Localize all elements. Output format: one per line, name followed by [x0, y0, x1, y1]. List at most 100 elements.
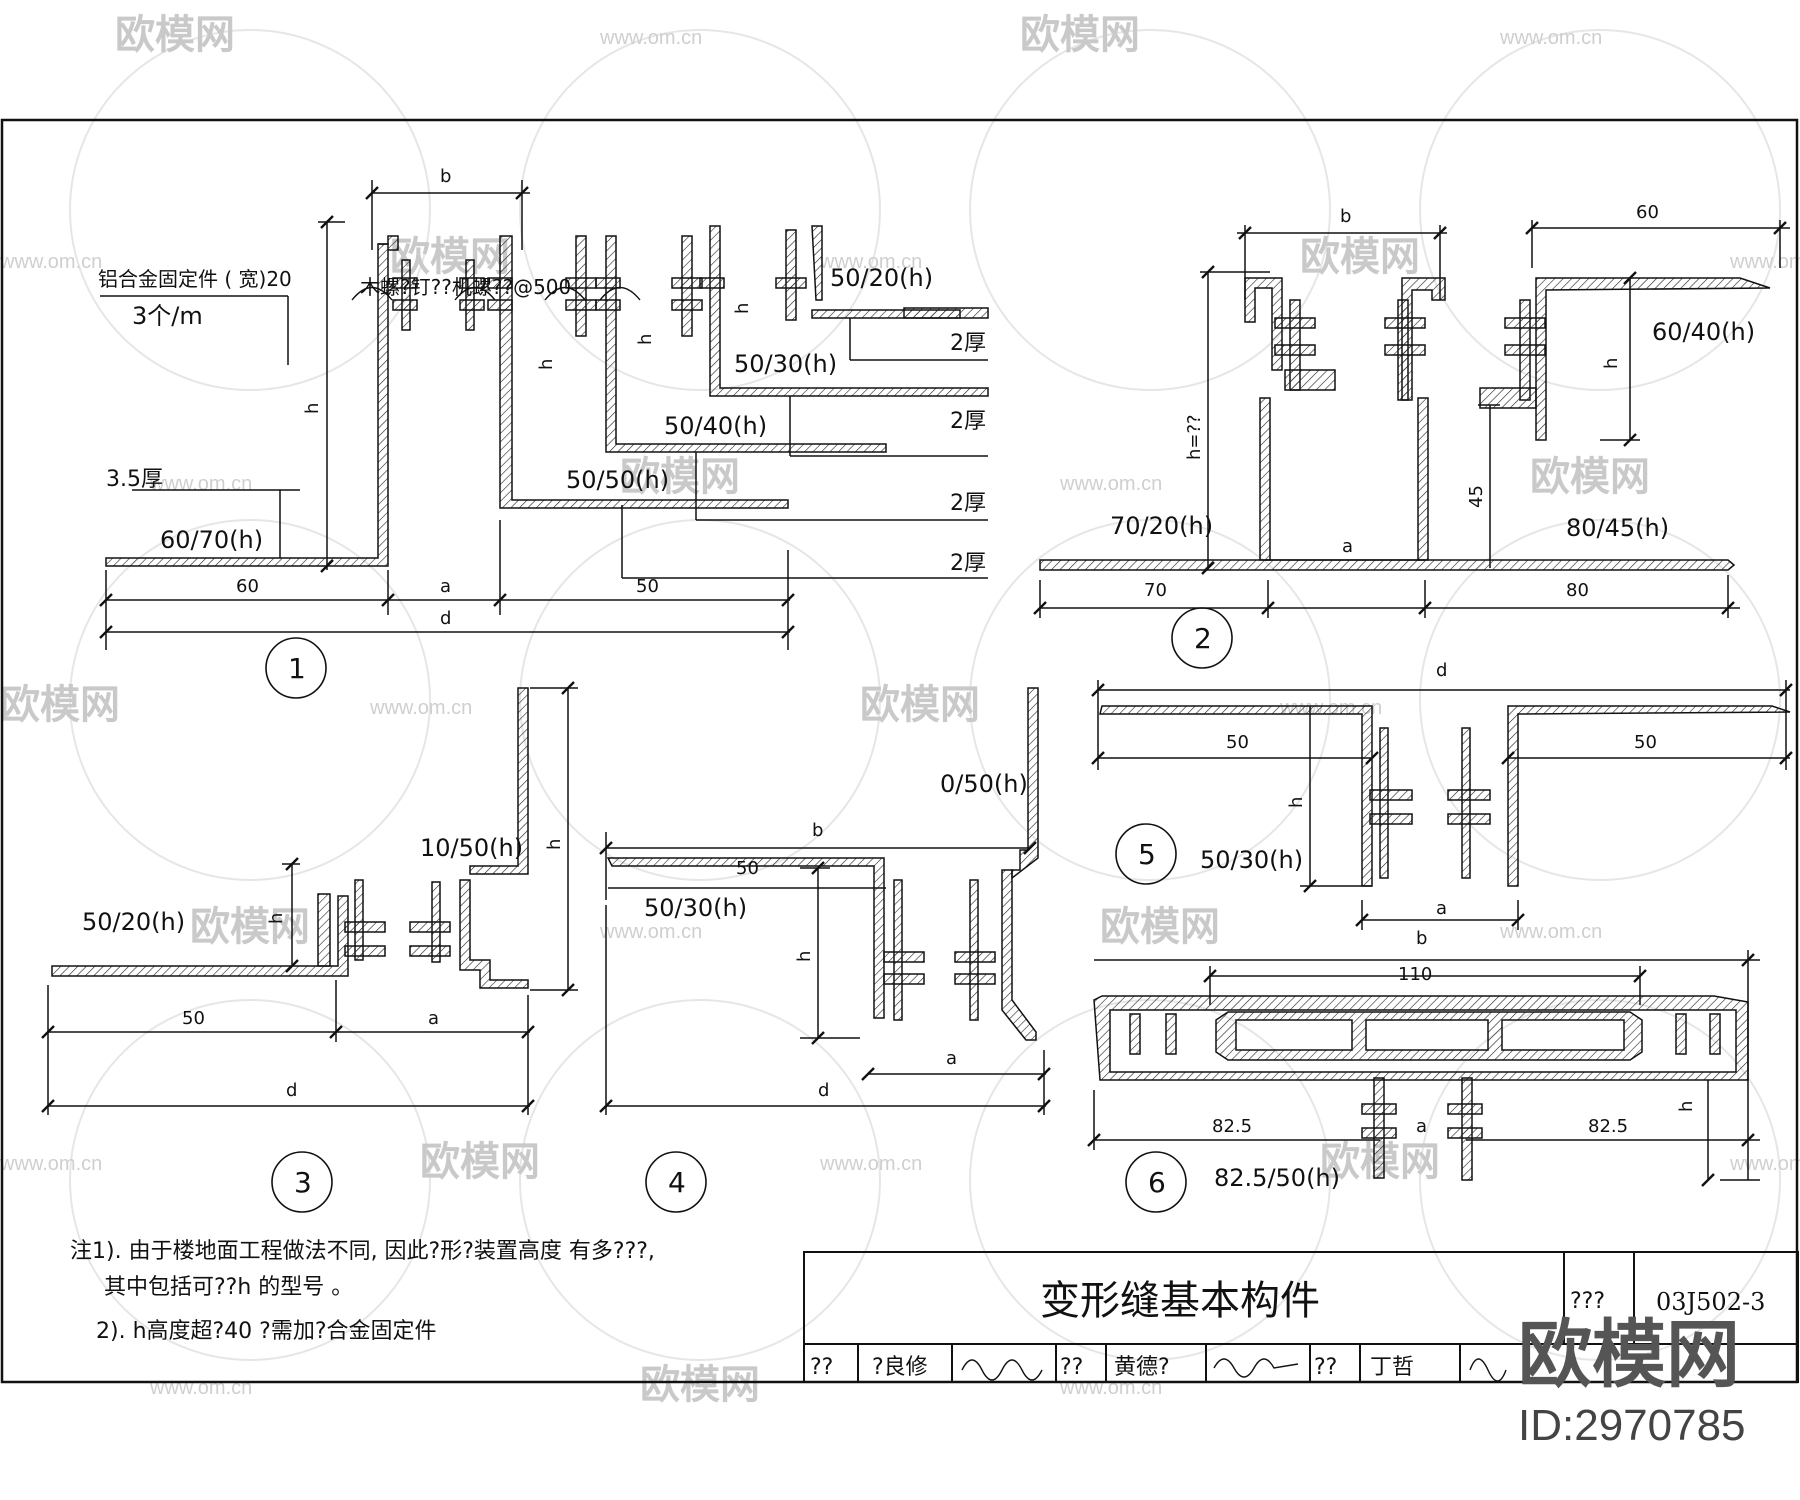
- watermark-url: www.om.cn: [1729, 1153, 1800, 1175]
- fig1-h-label: h: [732, 303, 753, 314]
- watermark-brand: 欧模网: [1100, 904, 1220, 950]
- figure-2-labels: b 60 h h=?? 45 60/40(h) 70/20(h) 80/45(h…: [1110, 202, 1755, 655]
- title-block: [803, 1251, 1799, 1383]
- fig6-section-label: 82.5/50(h): [1214, 1164, 1340, 1192]
- title-row-cell: ?良修: [872, 1355, 928, 1380]
- fig1-section-label: 50/50(h): [566, 466, 669, 494]
- signature: [1469, 1358, 1507, 1382]
- notes: 注1). 由于楼地面工程做法不同, 因此?形?装置高度 有多???, 其中包括可…: [70, 1239, 655, 1344]
- watermark-url: www.om.cn: [0, 251, 102, 273]
- fig1-fixing-note: 铝合金固定件 ( 宽)20: [98, 267, 292, 291]
- figure-6-labels: 110 82.5 a 82.5 h 82.5/50(h) 6: [1148, 964, 1697, 1199]
- watermark-brand: 欧模网: [1530, 454, 1650, 500]
- note-line: 注1). 由于楼地面工程做法不同, 因此?形?装置高度 有多???,: [70, 1239, 655, 1264]
- watermark-url: www.om.cn: [1499, 27, 1602, 49]
- fig1-screw-note: 木螺?钉??机螺??@500: [360, 275, 571, 299]
- site-logo: 欧模网 ID:2970785: [1518, 1312, 1746, 1450]
- fig5-number: 5: [1138, 838, 1156, 871]
- figure-3-labels: 10/50(h) 50/20(h) h h 50 a d 3: [82, 834, 565, 1199]
- fig2-h-label: h: [1601, 358, 1622, 369]
- fig1-thickness: 3.5厚: [106, 467, 163, 492]
- watermark-url: www.om.cn: [1059, 473, 1162, 495]
- fig2-number: 2: [1194, 622, 1212, 655]
- watermark-url: www.om.cn: [1729, 251, 1800, 273]
- fig6-dim: 82.5: [1212, 1116, 1252, 1137]
- fig2-section-label: 70/20(h): [1110, 512, 1213, 540]
- fig6-dim: a: [1416, 1116, 1427, 1137]
- fig6-dim: 82.5: [1588, 1116, 1628, 1137]
- fig5-dim: a: [1436, 898, 1447, 919]
- fig3-h-label: h: [266, 913, 287, 924]
- figure-4-labels: 0/50(h) 50/30(h) b 50 h a d 4: [644, 770, 1028, 1199]
- figure-5: [1091, 680, 1793, 930]
- fig1-dim: d: [440, 608, 451, 629]
- title-row-cell: 黄德?: [1114, 1355, 1170, 1380]
- watermark-brand: 欧模网: [860, 682, 980, 728]
- fig2-60-label: 60: [1636, 202, 1659, 223]
- figure-4: [599, 687, 1051, 1213]
- fig2-dim: 80: [1566, 580, 1589, 601]
- figure-1-labels: b h h h h 铝合金固定件 ( 宽)20 3个/m 木螺?钉??机螺??@…: [98, 166, 986, 685]
- watermark-url: www.om.cn: [369, 697, 472, 719]
- fig1-b-label: b: [440, 166, 451, 187]
- fig2-section-label: 60/40(h): [1652, 318, 1755, 346]
- watermark-url: www.om.cn: [819, 1153, 922, 1175]
- fig1-thickness: 2厚: [950, 551, 986, 576]
- fig1-section-label: 60/70(h): [160, 526, 263, 554]
- fig4-section-label: 50/30(h): [644, 894, 747, 922]
- watermark-brand: 欧模网: [640, 1362, 760, 1408]
- title-row-cell: ??: [810, 1355, 833, 1380]
- watermarks: 欧模网 www.om.cn 欧模网 www.om.cn 欧模网 欧模网 www.…: [0, 12, 1800, 1408]
- fig5-d-label: d: [1436, 660, 1447, 681]
- signature: [1213, 1358, 1299, 1378]
- fig6-number: 6: [1148, 1166, 1166, 1199]
- fig1-dim: a: [440, 576, 451, 597]
- fig2-45-label: 45: [1466, 485, 1487, 508]
- watermark-arcs: [69, 29, 1781, 1361]
- drawing-title: 变形缝基本构件: [1040, 1278, 1320, 1324]
- fig6-dim: 110: [1398, 964, 1432, 985]
- fig2-dim: 70: [1144, 580, 1167, 601]
- fig2-section-label: 80/45(h): [1566, 514, 1669, 542]
- fig4-number: 4: [668, 1166, 686, 1199]
- fig2-dim: a: [1342, 536, 1353, 557]
- atlas-code: 03J502-3: [1656, 1288, 1765, 1316]
- note-line: 其中包括可??h 的型号 。: [104, 1275, 353, 1300]
- fig1-section-label: 50/30(h): [734, 350, 837, 378]
- fig4-section-label: 0/50(h): [940, 770, 1028, 798]
- fig4-h-label: h: [794, 951, 815, 962]
- title-block-text: 变形缝基本构件 ??? 03J502-3 ?? ?良修 ?? 黄德? ?? 丁哲: [810, 1278, 1765, 1380]
- watermark-brand: 欧模网: [1020, 12, 1140, 58]
- fig1-dim: 60: [236, 576, 259, 597]
- fig1-h-label: h: [536, 359, 557, 370]
- fig3-section-label: 50/20(h): [82, 908, 185, 936]
- atlas-label: ???: [1570, 1289, 1605, 1314]
- fig1-section-label: 50/40(h): [664, 412, 767, 440]
- fig5-dim: 50: [1226, 732, 1249, 753]
- title-row-cell: ??: [1314, 1355, 1337, 1380]
- watermark-url: www.om.cn: [599, 921, 702, 943]
- fig5-dim: b: [1416, 928, 1427, 949]
- figure-3: [41, 681, 578, 1213]
- fig1-section-label: 50/20(h): [830, 264, 933, 292]
- fig5-h-label: h: [1286, 797, 1307, 808]
- fig1-thickness: 2厚: [950, 409, 986, 434]
- watermark-brand: 欧模网: [115, 12, 235, 58]
- fig2-h-label: h=??: [1184, 414, 1205, 460]
- fig6-h-label: h: [1676, 1101, 1697, 1112]
- fig4-dim: a: [946, 1048, 957, 1069]
- watermark-url: www.om.cn: [0, 1153, 102, 1175]
- title-row-cell: ??: [1060, 1355, 1083, 1380]
- image-id: ID:2970785: [1518, 1401, 1746, 1450]
- fig3-dim: 50: [182, 1008, 205, 1029]
- watermark-brand: 欧模网: [620, 454, 740, 500]
- signature: [961, 1359, 1043, 1381]
- watermark-brand: 欧模网: [0, 682, 120, 728]
- fig5-dim: 50: [1634, 732, 1657, 753]
- fig3-dim: d: [286, 1080, 297, 1101]
- logo-text: 欧模网: [1518, 1312, 1740, 1398]
- fig4-dim: d: [818, 1080, 829, 1101]
- watermark-url: www.om.cn: [149, 473, 252, 495]
- watermark-url: www.om.cn: [1059, 1377, 1162, 1399]
- fig1-number: 1: [288, 652, 306, 685]
